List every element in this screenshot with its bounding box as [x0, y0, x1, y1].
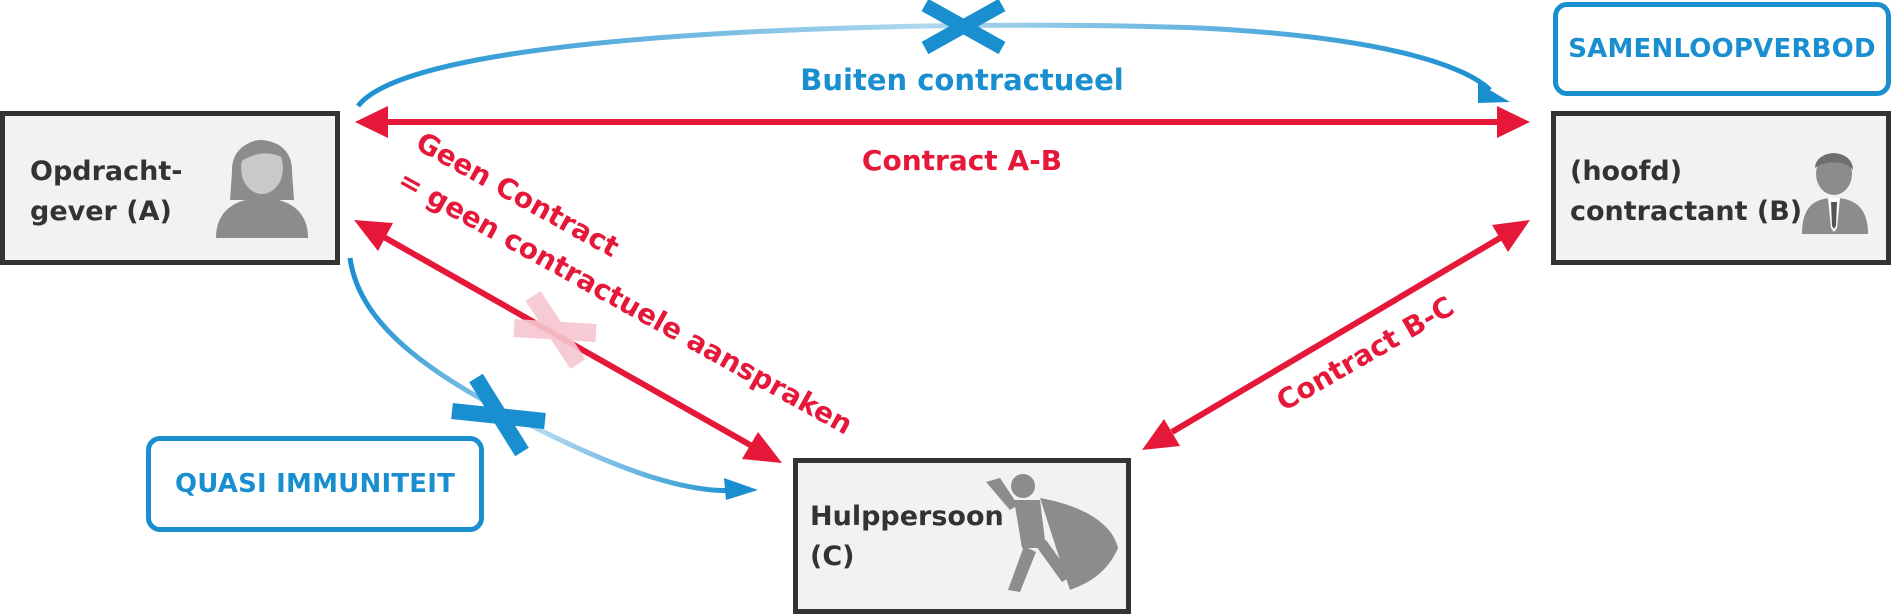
node-b-line1: (hoofd) [1570, 156, 1683, 187]
node-hulppersoon: Hulppersoon (C) [793, 458, 1131, 614]
quasi-immuniteit-arc [347, 257, 758, 500]
buiten-contractueel-arc [356, 22, 1510, 108]
contract-bc-arrow [1142, 220, 1530, 450]
node-a-line2: gever (A) [30, 196, 172, 227]
contract-ab-arrow [355, 106, 1530, 138]
node-b-line2: contractant (B) [1570, 196, 1803, 227]
node-b-label: (hoofd) contractant (B) [1570, 152, 1802, 232]
node-c-line2: (C) [810, 541, 855, 572]
node-a-line1: Opdracht- [30, 156, 183, 187]
geen-contractuele-aanspraken-label: = geen contractuele aanspraken [393, 163, 859, 441]
node-c-label: Hulppersoon (C) [810, 497, 1004, 577]
samenloopverbod-tag: SAMENLOOPVERBOD [1553, 2, 1891, 96]
node-hoofdcontractant: (hoofd) contractant (B) [1551, 111, 1891, 265]
node-opdrachtgever: Opdracht- gever (A) [0, 111, 340, 265]
quasi-immuniteit-tag: QUASI IMMUNITEIT [146, 436, 484, 532]
cross-buiten-contractueel-icon [921, 0, 1006, 55]
node-c-line1: Hulppersoon [810, 501, 1004, 532]
buiten-contractueel-label: Buiten contractueel [800, 63, 1123, 97]
cross-quasi-immuniteit-icon [451, 373, 546, 457]
node-a-label: Opdracht- gever (A) [30, 152, 182, 232]
contract-ab-label: Contract A-B [862, 144, 1062, 177]
cross-geen-contract-icon [513, 291, 597, 369]
